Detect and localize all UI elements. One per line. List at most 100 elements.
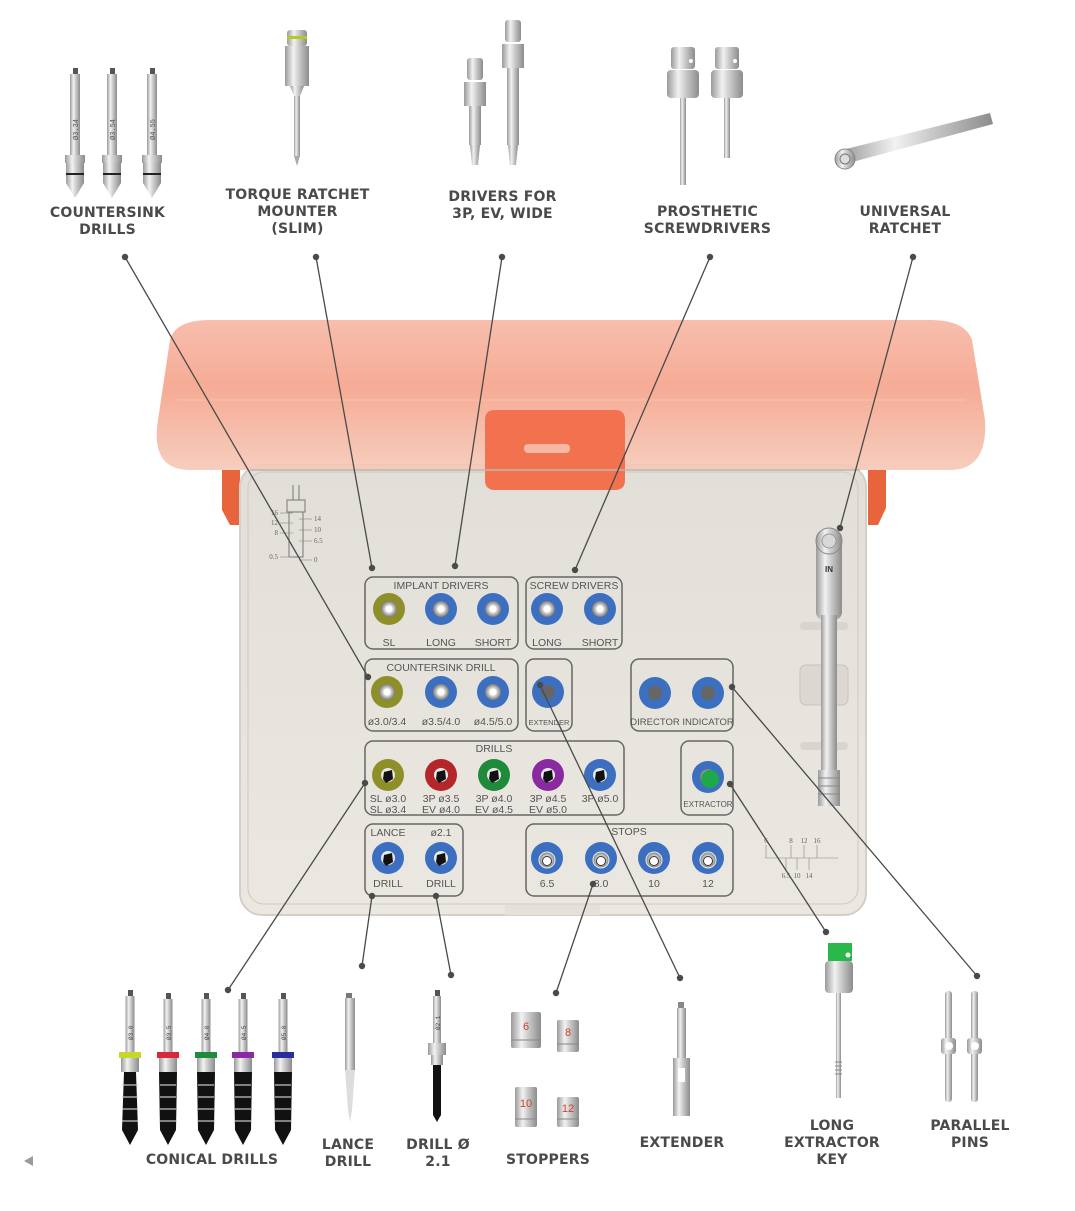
drill-shank — [125, 996, 135, 1055]
conical-drill-collar — [197, 1058, 215, 1072]
leader-dot — [536, 681, 544, 689]
stop-slot — [692, 842, 724, 874]
drills-title: DRILLS — [476, 743, 513, 755]
slot-hole — [437, 605, 445, 613]
slot-socket — [701, 686, 715, 700]
stop-slot — [585, 842, 617, 874]
leader-dot — [726, 780, 734, 788]
director-indicator-slot — [692, 677, 724, 709]
leader-dot — [836, 524, 844, 532]
leader-line — [361, 895, 373, 967]
label-drill-21: DRILL Ø 2.1 — [406, 1137, 470, 1170]
leader-line — [454, 256, 503, 567]
lance-drill-illustration — [345, 993, 355, 1122]
leader-dot — [909, 253, 917, 261]
extractor-insert — [701, 770, 719, 788]
leader-dot — [224, 986, 232, 994]
gauge-label: 16 — [271, 509, 279, 517]
stopper-illustration: 10 — [515, 1087, 537, 1127]
stop-hole — [703, 856, 713, 866]
countersink-slot — [371, 676, 403, 708]
drill-latch — [204, 993, 209, 999]
drill-label-2: EV ø5.0 — [529, 804, 567, 816]
drill-shank — [107, 74, 117, 158]
label-conical-drills: CONICAL DRILLS — [145, 1152, 279, 1168]
gauge-label: 8 — [789, 837, 793, 845]
countersink-label: ø4.5/5.0 — [474, 716, 513, 728]
label-stoppers: STOPPERS — [505, 1152, 591, 1168]
ratchet-ring — [839, 153, 851, 165]
gauge-label: 14 — [314, 515, 322, 523]
slot-hole — [437, 688, 445, 696]
drill21-marking: Ø2.1 — [435, 1015, 442, 1030]
extender-latch — [678, 1002, 684, 1008]
leader-line — [539, 684, 681, 979]
drill-slot — [425, 759, 457, 791]
leader-dot — [358, 962, 366, 970]
countersink-drill-marking: Ø4.55 — [149, 119, 158, 140]
countersink-label: ø3.0/3.4 — [368, 716, 407, 728]
drill-bit-icon — [595, 770, 605, 783]
conical-drill-illustration: Ø4.0 — [195, 993, 217, 1145]
conical-drill-collar — [234, 1058, 252, 1072]
driver-hex — [502, 44, 524, 68]
extractor-slot — [692, 761, 724, 793]
gauge-label: 0 — [314, 556, 318, 564]
leader-dot — [368, 892, 376, 900]
leader-dot — [121, 253, 129, 261]
drill-latch — [110, 68, 115, 74]
drill-label-1: 3P ø5.0 — [582, 793, 619, 805]
stopper-number: 6 — [523, 1021, 529, 1033]
driver-top — [467, 58, 483, 80]
implant-driver-label: SHORT — [475, 637, 512, 649]
screw-driver-slot — [584, 593, 616, 625]
drill-bit-icon — [489, 770, 499, 783]
extender-box — [525, 658, 573, 732]
driver-tip — [508, 145, 518, 165]
conical-drill-collar — [159, 1058, 177, 1072]
mounter-shaft — [294, 96, 300, 156]
director-indicator-slot — [639, 677, 671, 709]
leader-dot — [728, 683, 736, 691]
lid-hinges — [222, 470, 886, 525]
stop-label: 10 — [648, 878, 660, 890]
lance-group-bottom-label: DRILL — [373, 878, 403, 890]
drill-21-illustration: Ø2.1 — [428, 990, 446, 1122]
leader-dot — [589, 880, 597, 888]
gauge-label: 12 — [271, 519, 279, 527]
screwdriver-knurl — [667, 70, 699, 98]
screw-driver-slot — [531, 593, 563, 625]
drill-label-1: 3P ø4.5 — [530, 793, 567, 805]
drill-shank — [70, 74, 80, 158]
prosthetic-screwdrivers-illustration — [667, 47, 743, 185]
ratchet-handle — [842, 113, 993, 164]
conical-drill-marking: Ø3.0 — [128, 1025, 135, 1040]
stops-title: STOPS — [611, 826, 646, 838]
pin-hole — [945, 1042, 953, 1050]
gauge-label: 14 — [806, 872, 814, 880]
label-drivers: DRIVERS FOR 3P, EV, WIDE — [448, 189, 557, 222]
drill-label-1: 3P ø4.0 — [476, 793, 513, 805]
screwdriver-cap — [715, 47, 739, 69]
back-arrow-icon[interactable] — [24, 1156, 33, 1166]
drill-tip — [143, 163, 161, 198]
drill-tip — [103, 163, 121, 198]
parallel-pins-illustration — [941, 991, 982, 1102]
screw-driver-label: LONG — [532, 637, 562, 649]
drill-latch — [281, 993, 286, 999]
label-lance-drill: LANCE DRILL — [321, 1137, 375, 1170]
driver-top — [505, 20, 521, 42]
drill-latch — [128, 990, 133, 996]
tray-groups — [364, 576, 734, 897]
drill-collar — [102, 155, 122, 163]
stop-hole — [649, 856, 659, 866]
lance-shank — [345, 998, 355, 1070]
drill-bit-icon — [383, 853, 393, 866]
conical-drill-collar — [274, 1058, 292, 1072]
gauge-label: 16 — [814, 837, 822, 845]
gauge-label: 10 — [794, 872, 802, 880]
leader-dot — [498, 253, 506, 261]
leader-dot — [676, 974, 684, 982]
leader-dot — [361, 779, 369, 787]
